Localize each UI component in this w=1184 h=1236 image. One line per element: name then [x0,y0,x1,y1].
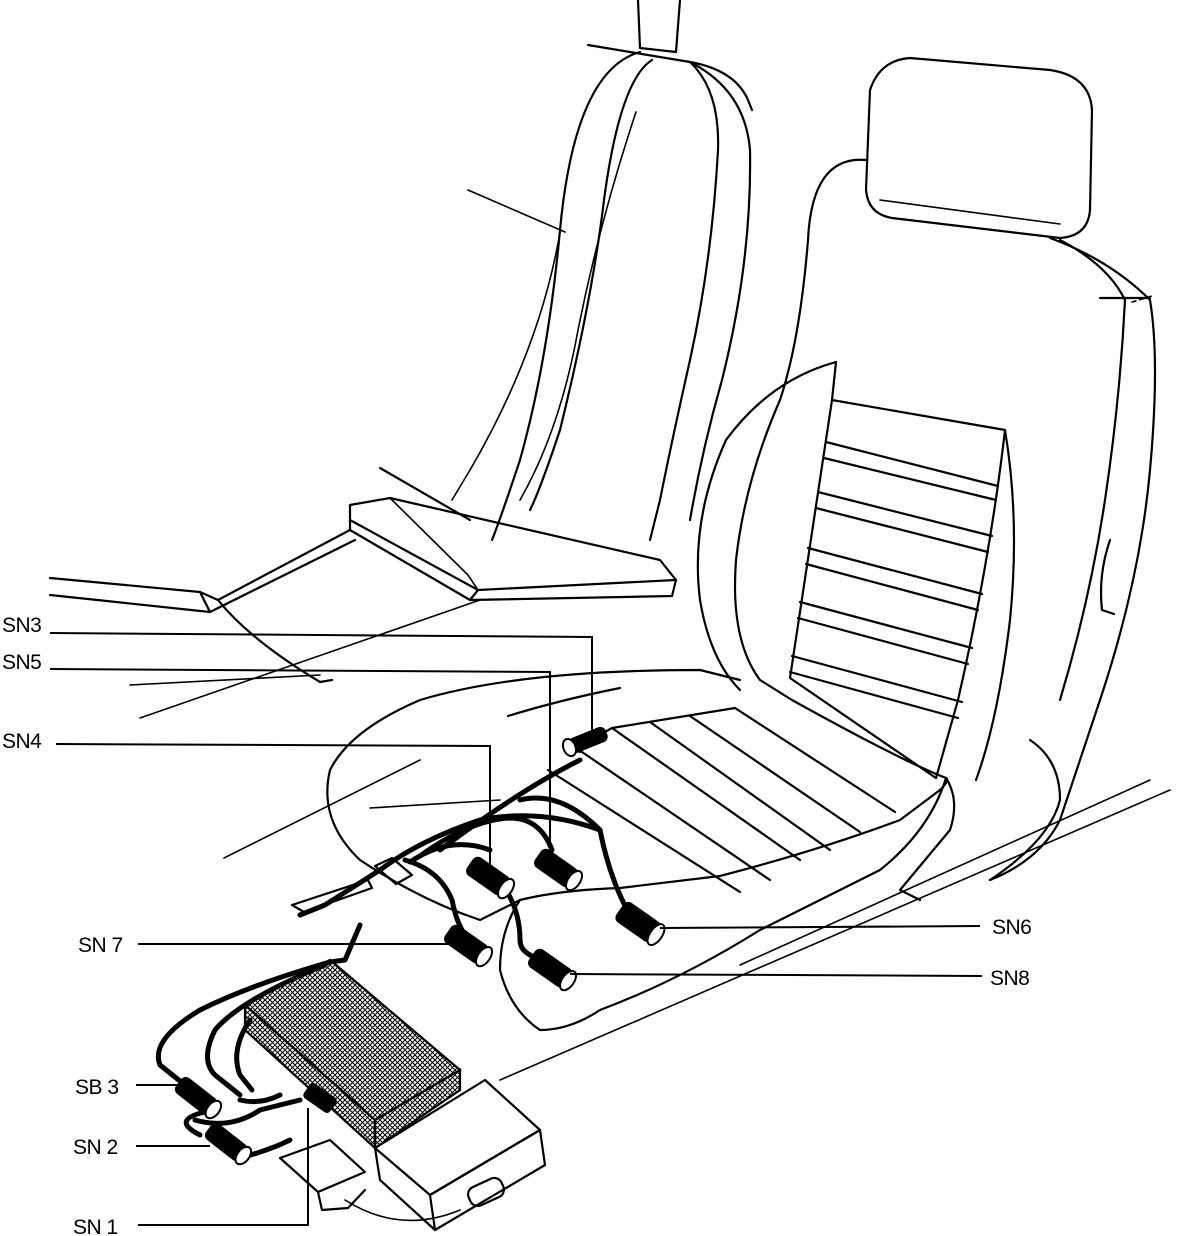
seat-cushion [223,668,1171,1081]
label-sn7: SN 7 [78,934,123,957]
connector-sn5 [534,848,584,892]
armrest [348,496,678,602]
label-sn6: SN6 [992,916,1031,939]
connector-sn4 [466,856,516,900]
label-sb3: SB 3 [75,1076,119,1099]
connector-sn1 [303,1083,337,1113]
label-sn1: SN 1 [73,1216,118,1236]
label-sn5: SN5 [2,651,41,674]
label-sn3: SN3 [2,614,41,637]
connector-sn2 [204,1122,253,1166]
label-sn4: SN4 [2,730,42,753]
connector-sn8 [528,948,578,992]
control-module [243,958,462,1151]
connector-sn6 [615,901,666,947]
connector-sn7 [444,924,494,968]
center-console [48,466,481,719]
connector-housing [278,1078,547,1232]
connector-sn3 [561,726,608,758]
label-sn2: SN 2 [73,1136,118,1159]
callout-labels: SN3 SN5 SN4 SN 7 SB 3 SN 2 SN 1 SN6 SN8 [2,614,1032,1236]
label-sn8: SN8 [990,967,1029,990]
connectors [174,726,666,1166]
left-seat-back [451,0,754,542]
leader-lines [49,632,983,1226]
right-seat-back [696,158,1157,882]
connector-sb3 [174,1076,223,1120]
headrest [864,56,1094,240]
wiring-harness [156,757,633,1222]
